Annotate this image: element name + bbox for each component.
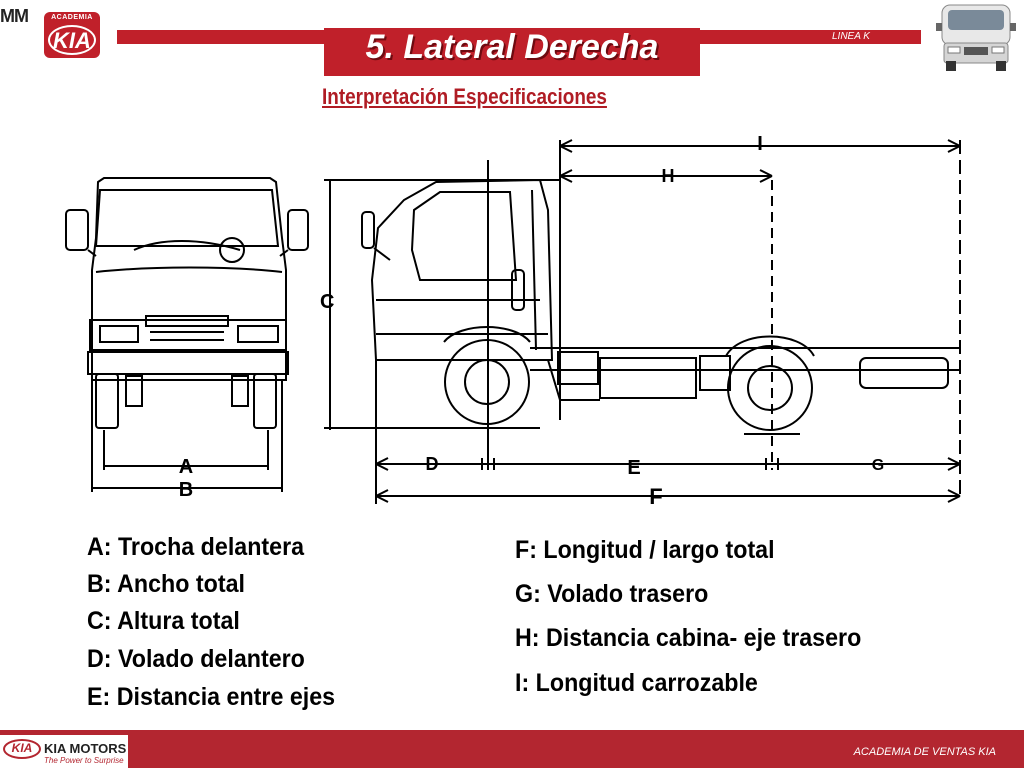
truck-front-view bbox=[65, 177, 309, 492]
footer-slogan: The Power to Surprise bbox=[44, 756, 124, 765]
spec-item-d: D: Volado delantero bbox=[87, 645, 305, 673]
title-box bbox=[324, 28, 700, 76]
dimension-label-E: E bbox=[627, 457, 640, 479]
footer-brand: KIA MOTORS bbox=[44, 741, 127, 756]
spec-item-g: G: Volado trasero bbox=[515, 580, 709, 608]
dimension-label-A: A bbox=[179, 456, 193, 478]
logo-text: KIA bbox=[53, 28, 91, 53]
corner-text: MM bbox=[0, 6, 29, 26]
footer-academy: ACADEMIA DE VENTAS KIA bbox=[853, 746, 996, 758]
footer-logo-text: KIA bbox=[11, 741, 33, 755]
kia-academia-logo: ACADEMIA KIA bbox=[44, 12, 100, 58]
van-front-image bbox=[936, 4, 1016, 71]
dimension-label-D: D bbox=[426, 454, 439, 474]
dimension-label-F: F bbox=[649, 484, 662, 509]
truck-dimensions-diagram: A B bbox=[65, 133, 961, 509]
spec-item-a: A: Trocha delantera bbox=[87, 533, 305, 561]
dimension-label-I: I bbox=[757, 133, 763, 155]
dimension-label-C: C bbox=[320, 291, 334, 313]
spec-item-h: H: Distancia cabina- eje trasero bbox=[515, 624, 862, 652]
dimension-label-G: G bbox=[872, 457, 884, 474]
line-label: LINEA K bbox=[832, 31, 870, 42]
spec-item-i: I: Longitud carrozable bbox=[515, 669, 758, 697]
page-title: 5. Lateral Derecha bbox=[365, 28, 659, 66]
truck-side-view bbox=[324, 139, 961, 504]
kia-motors-logo: KIA KIA MOTORS The Power to Surprise bbox=[0, 735, 128, 768]
spec-item-f: F: Longitud / largo total bbox=[515, 536, 775, 564]
spec-item-c: C: Altura total bbox=[87, 607, 240, 635]
dimension-label-H: H bbox=[662, 166, 675, 186]
footer-bar bbox=[0, 730, 1024, 768]
spec-item-e: E: Distancia entre ejes bbox=[87, 683, 336, 711]
dimension-label-B: B bbox=[179, 479, 193, 501]
page-subtitle: Interpretación Especificaciones bbox=[322, 84, 607, 109]
logo-top-text: ACADEMIA bbox=[51, 14, 93, 21]
spec-item-b: B: Ancho total bbox=[87, 570, 245, 598]
